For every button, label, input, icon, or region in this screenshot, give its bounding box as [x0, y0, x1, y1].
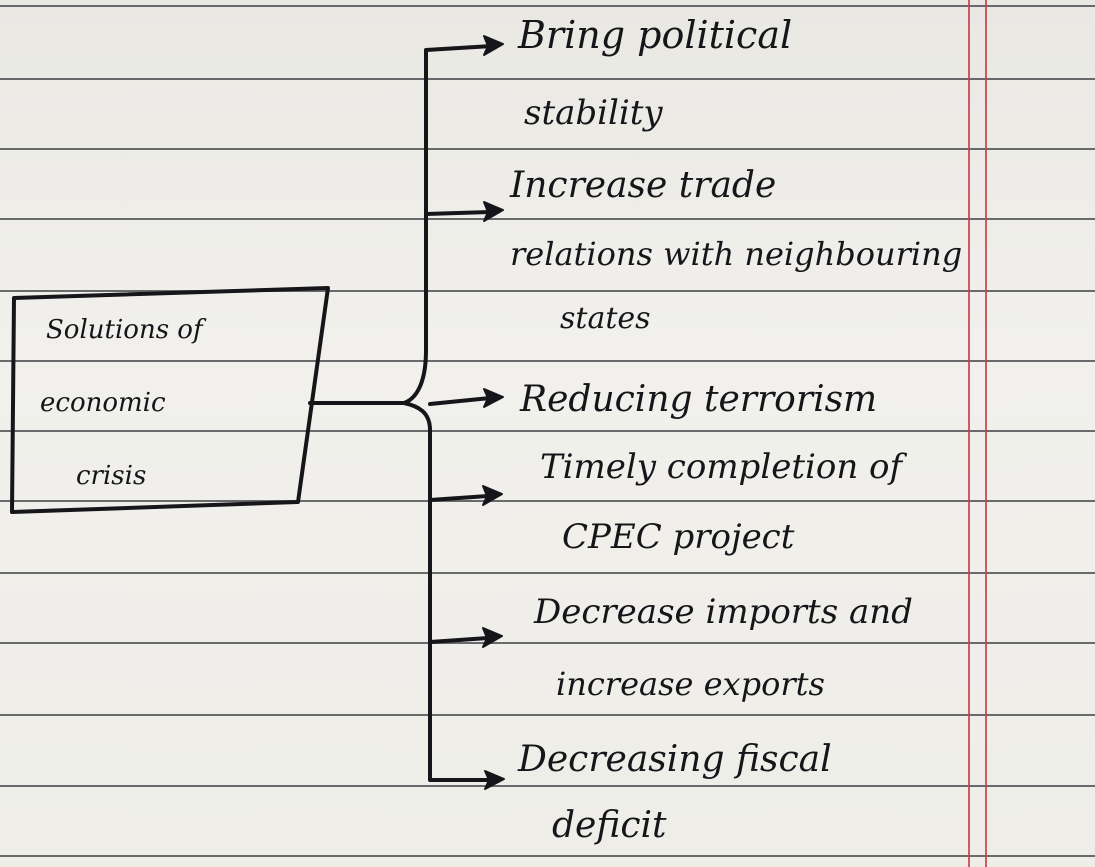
branch-text-line: relations with neighbouring — [510, 235, 963, 273]
ruled-line — [0, 500, 1095, 502]
ruled-line — [0, 290, 1095, 292]
arrow-head — [483, 388, 504, 408]
lower-bracket — [402, 401, 494, 782]
arrow-head — [482, 485, 503, 506]
ruled-line — [0, 148, 1095, 150]
branch-text-line: Bring political — [518, 13, 793, 57]
branch-stub — [428, 396, 492, 406]
branch-stub — [424, 210, 492, 216]
branch-text-line: Decrease imports and — [534, 592, 913, 632]
ruled-line — [0, 218, 1095, 220]
margin-line — [985, 0, 987, 867]
arrow-head — [484, 770, 505, 790]
branch-text-line: Timely completion of — [540, 447, 903, 487]
arrow-head — [483, 201, 504, 222]
arrow-head — [482, 627, 503, 648]
ruled-line — [0, 855, 1095, 857]
ruled-line — [0, 785, 1095, 787]
branch-text-line: Reducing terrorism — [520, 379, 878, 420]
ruled-line — [0, 360, 1095, 362]
margin-line — [968, 0, 970, 867]
center-box-line: crisis — [76, 461, 147, 491]
ruled-line — [0, 572, 1095, 574]
branch-text-line: increase exports — [556, 665, 825, 703]
branch-text-line: deficit — [552, 805, 667, 846]
ruled-line — [0, 642, 1095, 644]
center-box-outline — [10, 286, 330, 514]
center-box-line: economic — [40, 388, 166, 418]
branch-stub — [428, 636, 490, 644]
arrow-head — [483, 35, 504, 56]
branch-text-line: Increase trade — [510, 165, 777, 206]
ruled-line — [0, 78, 1095, 80]
branch-text-line: stability — [524, 93, 663, 133]
branch-text-line: states — [560, 301, 651, 336]
ruled-line — [0, 714, 1095, 716]
upper-bracket — [402, 44, 494, 405]
branch-text-line: Decreasing fiscal — [518, 739, 832, 780]
branch-text-line: CPEC project — [562, 517, 795, 557]
center-box-line: Solutions of — [46, 315, 203, 345]
branch-stub — [428, 494, 490, 502]
ruled-line — [0, 5, 1095, 7]
ruled-line — [0, 430, 1095, 432]
